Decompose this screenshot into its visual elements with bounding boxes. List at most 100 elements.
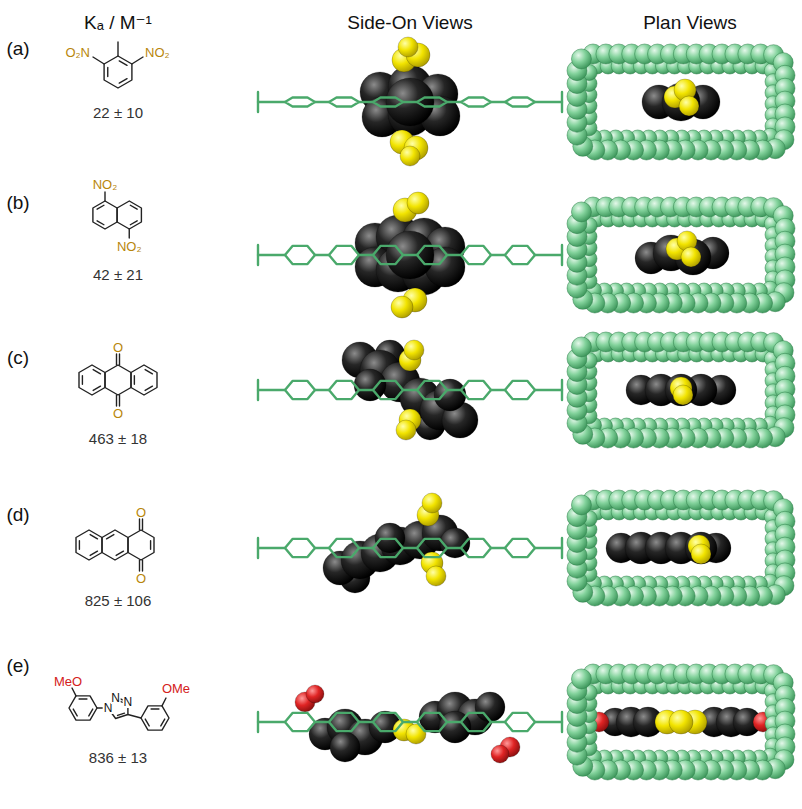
bond [93,57,104,64]
host-stick [447,101,461,103]
ring [79,365,105,395]
oxygen-atom-highlight [407,192,429,214]
double-bond [145,719,149,726]
phenylene-stick [329,539,359,557]
host-stick [257,92,259,112]
phenylene-stick [461,246,491,264]
ring [128,530,154,560]
panel-letter: (c) [7,348,29,367]
phenylene-stick [285,539,315,557]
host-stick [258,254,285,256]
carbonyl-bond [139,560,140,571]
host-stick [257,712,259,732]
host-stick [535,721,562,723]
double-bond [97,205,104,209]
phenylene-stick [373,713,403,731]
double-bond [89,709,93,716]
phenylene-stick [417,246,447,264]
column-header: Side-On Views [347,13,472,32]
host-stick [491,254,505,256]
phenylene-stick [417,713,447,731]
bond [132,57,143,64]
host-stick [315,101,329,103]
ring [117,201,141,229]
host-stick [561,245,563,265]
double-bond [119,61,127,65]
phenylene-stick [461,98,491,107]
host-stick [447,254,461,256]
host-stick [257,245,259,265]
atom-label: N [103,702,114,714]
carbon-atom [354,369,386,401]
double-bond [73,709,77,716]
double-bond [134,376,135,384]
oxygen-atom-highlight [681,247,701,267]
host-stick [359,254,373,256]
methoxy-oxygen-atom [491,745,509,763]
double-bond [79,698,87,699]
plan-view [567,44,795,160]
host-stick [315,547,329,549]
phenylene-stick [505,713,535,731]
oxygen-atom-highlight [404,340,424,360]
double-bond [93,370,100,374]
bond [128,715,141,719]
phenylene-stick [505,246,535,264]
ring [141,706,169,730]
carbon-atom [475,692,505,722]
atom-label: O [113,407,123,420]
host-stick [535,389,562,391]
ring [105,365,131,395]
carbon-atom [665,374,697,406]
host-stick [315,254,329,256]
double-bond [90,535,97,539]
phenylene-stick [373,98,403,107]
oxygen-atom-highlight [673,385,693,405]
phenylene-stick [505,539,535,557]
carbonyl-bond [119,395,120,406]
host-stick [561,538,563,558]
binding-constant: 463 ± 18 [89,431,147,446]
double-bond [145,370,152,374]
atom-label: O [136,506,146,519]
phenylene-stick [461,539,491,557]
binding-constant: 836 ± 13 [89,750,147,765]
oxygen-atom-highlight [691,544,711,564]
panel-letter: (d) [6,505,29,524]
host-stick [359,547,373,549]
host-stick [258,101,285,103]
column-header: Kₐ / M⁻¹ [84,13,152,32]
double-bond [130,205,137,209]
host-stick [535,254,562,256]
oxygen-atom-highlight [398,37,418,57]
plan-view [567,197,795,313]
phenylene-stick [285,713,315,731]
carbonyl-bond [116,354,117,365]
phenylene-stick [329,381,359,399]
carbon-atom [386,231,434,279]
panel-letter: (a) [6,39,29,58]
double-bond [93,386,100,390]
carbonyl-bond [119,354,120,365]
phenylene-stick [417,539,447,557]
host-stick [447,389,461,391]
carbonyl-bond [116,395,117,406]
host-stick [561,712,563,732]
phenylene-stick [285,381,315,399]
host-atom [571,495,591,515]
host-atom [571,669,591,689]
double-bond [97,221,104,225]
host-stick [403,254,417,256]
host-stick [315,389,329,391]
carbon-atom [434,379,466,411]
host-stick [257,538,259,558]
host-stick [447,721,461,723]
ring [104,56,132,88]
side-on-view [258,685,562,763]
host-stick [535,547,562,549]
phenylene-stick [417,381,447,399]
carbonyl-bond [142,560,143,571]
oxygen-atom-highlight [669,710,693,734]
